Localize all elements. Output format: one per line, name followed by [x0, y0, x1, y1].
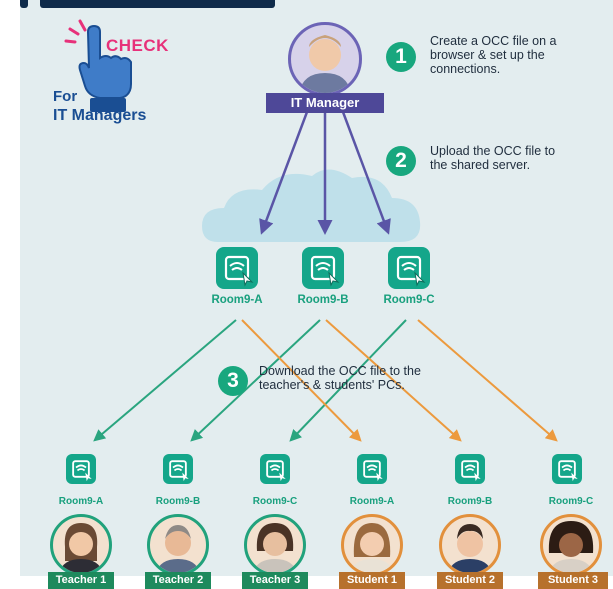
student-3-avatar	[540, 514, 602, 576]
cloud-icon	[202, 169, 421, 242]
client-3-room-label: Room9-C	[252, 496, 298, 507]
teacher-1-avatar	[50, 514, 112, 576]
teacher-2-tag: Teacher 2	[145, 572, 211, 589]
badge-audience-label: IT Managers	[53, 107, 147, 124]
client-5-room-label: Room9-B	[447, 496, 493, 507]
teacher-3-tag: Teacher 3	[242, 572, 308, 589]
client-room-icon	[357, 454, 387, 484]
server-room-b-icon	[302, 247, 344, 289]
student-2-tag: Student 2	[437, 572, 503, 589]
client-4-room-label: Room9-A	[349, 496, 395, 507]
student-3-tag: Student 3	[538, 572, 608, 589]
server-room-a-label: Room9-A	[211, 294, 263, 306]
hand-pointer-icon	[64, 19, 132, 112]
client-room-icon	[66, 454, 96, 484]
step-1-number: 1	[386, 42, 416, 72]
server-room-b-label: Room9-B	[297, 294, 349, 306]
check-word: CHECK	[106, 36, 169, 55]
student-1-tag: Student 1	[339, 572, 405, 589]
client-room-icon	[552, 454, 582, 484]
client-6-room-label: Room9-C	[548, 496, 594, 507]
step-3-number: 3	[218, 366, 248, 396]
server-room-c-label: Room9-C	[383, 294, 435, 306]
client-room-icon	[260, 454, 290, 484]
student-1-avatar	[341, 514, 403, 576]
step-2-number: 2	[386, 146, 416, 176]
server-room-c-icon	[388, 247, 430, 289]
teacher-3-avatar	[244, 514, 306, 576]
it-manager-tag: IT Manager	[266, 93, 384, 113]
student-2-avatar	[439, 514, 501, 576]
badge-for-label: For	[53, 88, 78, 105]
client-2-room-label: Room9-B	[155, 496, 201, 507]
header-stub	[20, 0, 280, 10]
teacher-1-tag: Teacher 1	[48, 572, 114, 589]
client-1-room-label: Room9-A	[58, 496, 104, 507]
client-room-icon	[455, 454, 485, 484]
it-manager-avatar	[288, 22, 362, 96]
server-room-a-icon	[216, 247, 258, 289]
client-room-icon	[163, 454, 193, 484]
teacher-2-avatar	[147, 514, 209, 576]
